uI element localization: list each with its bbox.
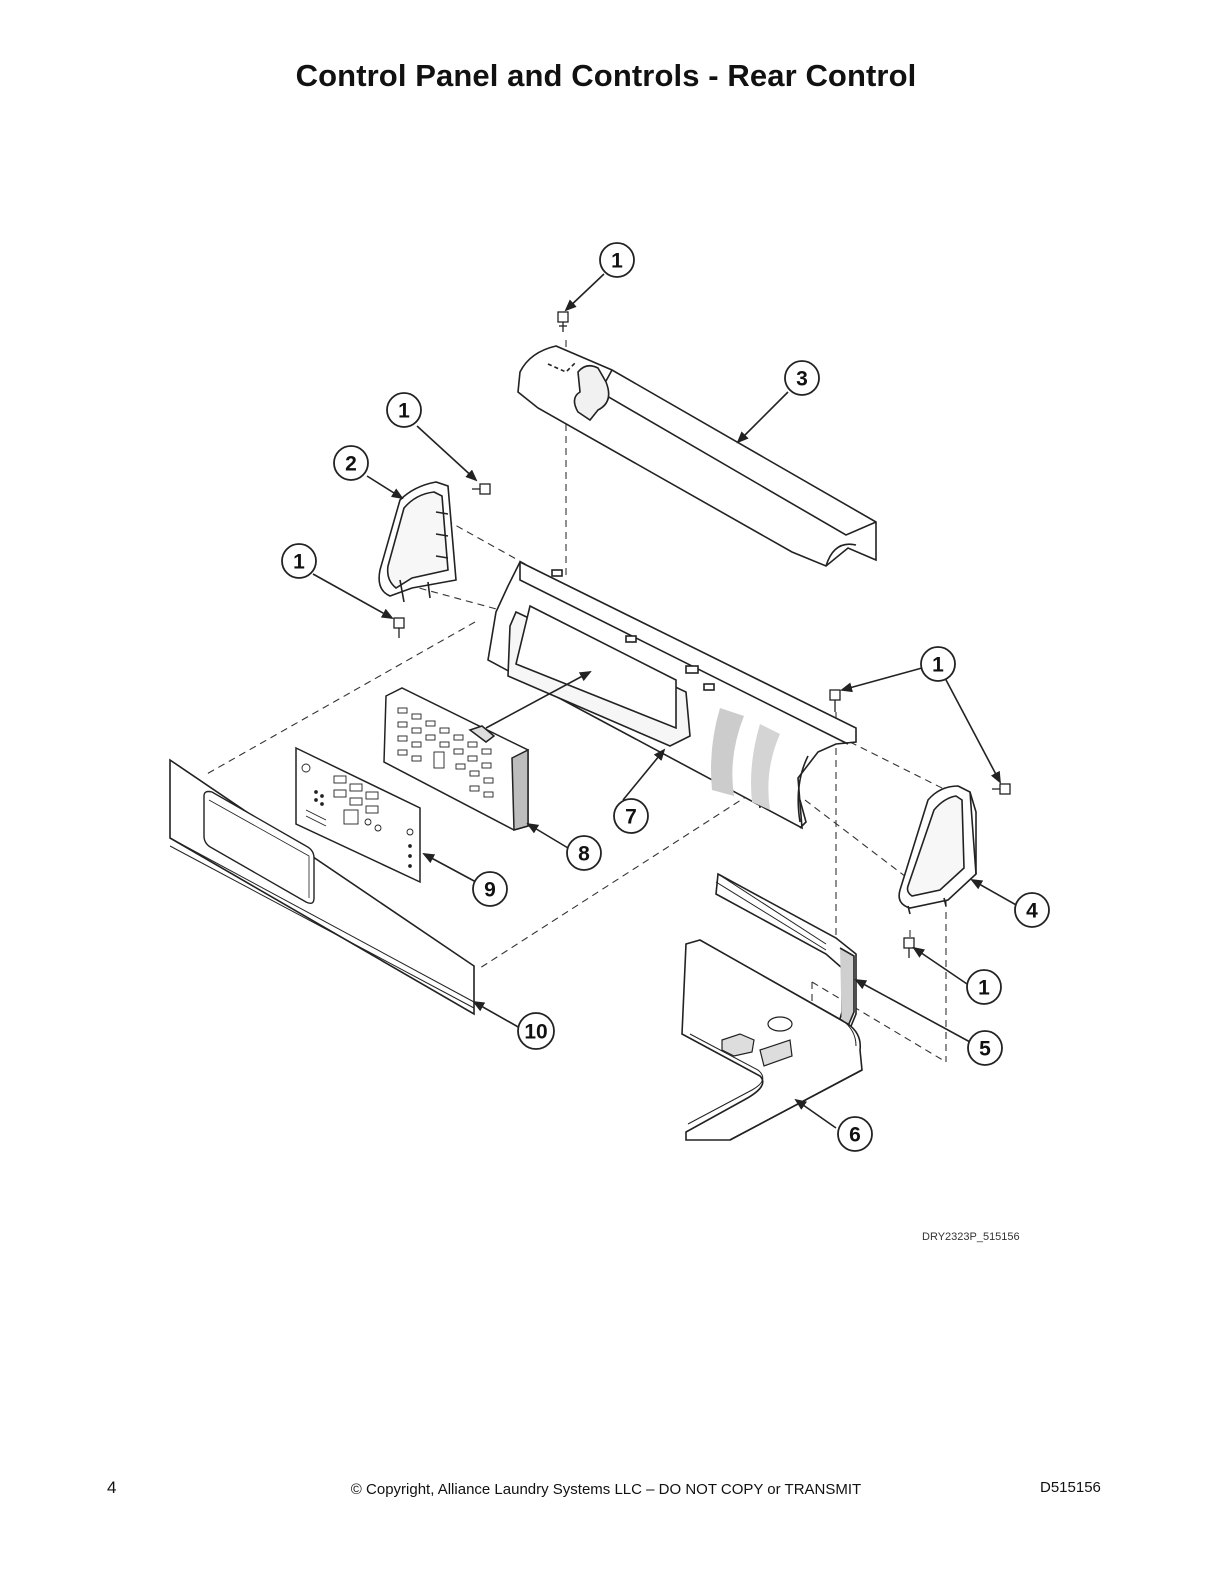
- page-title: Control Panel and Controls - Rear Contro…: [295, 58, 917, 93]
- top-trim-part: [517, 345, 877, 567]
- document-number: D515156: [1040, 1479, 1101, 1496]
- screw-icon: [557, 311, 569, 332]
- top-panel-part: [681, 939, 863, 1141]
- callout-1-right-screws: 1: [932, 654, 944, 677]
- callout-4-right-end-cap: 4: [1026, 900, 1038, 923]
- callout-8-control-board: 8: [578, 843, 590, 866]
- callout-circles: [281, 242, 1050, 1152]
- screw-icon: [992, 783, 1011, 795]
- callout-labels: 1 1 1 1 1 2 3 4 5 6 7 8 9 10: [293, 250, 1038, 1147]
- right-end-cap-part: [898, 785, 977, 915]
- callout-7-console: 7: [625, 806, 637, 829]
- callout-10-front-panel: 10: [524, 1021, 547, 1044]
- left-end-cap-part: [378, 481, 457, 603]
- keypad-overlay-part: [295, 746, 421, 884]
- callout-1-top-screw: 1: [611, 250, 623, 273]
- screw-icon: [472, 483, 491, 495]
- callout-9-keypad-overlay: 9: [484, 879, 496, 902]
- diagram-code: DRY2323P_515156: [922, 1231, 1020, 1243]
- callout-2-left-end-cap: 2: [345, 453, 357, 476]
- screw-icons: [393, 311, 1011, 958]
- callout-1-left-upper-screw: 1: [398, 400, 410, 423]
- callout-1-left-lower-screw: 1: [293, 551, 305, 574]
- callout-3-top-trim: 3: [796, 368, 808, 391]
- control-console-part: [487, 560, 857, 830]
- screw-icon: [393, 617, 405, 638]
- callout-5-rear-bracket: 5: [979, 1038, 991, 1061]
- callout-6-top-panel: 6: [849, 1124, 861, 1147]
- front-panel-part: [169, 758, 475, 1016]
- page-number: 4: [107, 1478, 117, 1497]
- leader-arrows: [312, 273, 1019, 1129]
- screw-icon: [903, 937, 915, 958]
- callout-1-bottom-screw: 1: [978, 977, 990, 1000]
- screw-icon: [829, 689, 841, 712]
- copyright-notice: © Copyright, Alliance Laundry Systems LL…: [350, 1481, 862, 1498]
